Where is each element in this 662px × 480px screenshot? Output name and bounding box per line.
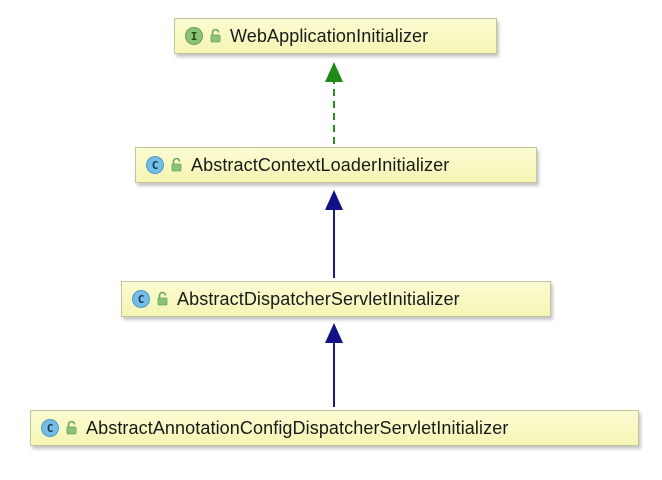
extends-edge-1 (325, 190, 343, 278)
node-abstract-annotation-config-dispatcher-servlet-initializer[interactable]: C AbstractAnnotationConfigDispatcherServ… (30, 410, 639, 446)
interface-icon: I (185, 27, 203, 45)
node-label: AbstractAnnotationConfigDispatcherServle… (86, 417, 509, 438)
public-lock-icon (157, 292, 168, 306)
extends-edge-2 (325, 323, 343, 407)
extends-arrowhead-1 (325, 190, 343, 210)
node-abstract-dispatcher-servlet-initializer[interactable]: C AbstractDispatcherServletInitializer (121, 281, 551, 317)
node-web-application-initializer[interactable]: I WebApplicationInitializer (174, 18, 497, 54)
public-lock-icon (171, 158, 182, 172)
class-icon: C (146, 156, 164, 174)
extends-arrowhead-2 (325, 323, 343, 343)
node-label: AbstractContextLoaderInitializer (191, 154, 450, 175)
class-icon: C (41, 419, 59, 437)
node-label: AbstractDispatcherServletInitializer (177, 288, 460, 309)
implements-edge (325, 62, 343, 144)
public-lock-icon (210, 29, 221, 43)
class-icon: C (132, 290, 150, 308)
node-label: WebApplicationInitializer (230, 25, 429, 46)
node-abstract-context-loader-initializer[interactable]: C AbstractContextLoaderInitializer (135, 147, 537, 183)
implements-arrowhead (325, 62, 343, 82)
public-lock-icon (66, 421, 77, 435)
